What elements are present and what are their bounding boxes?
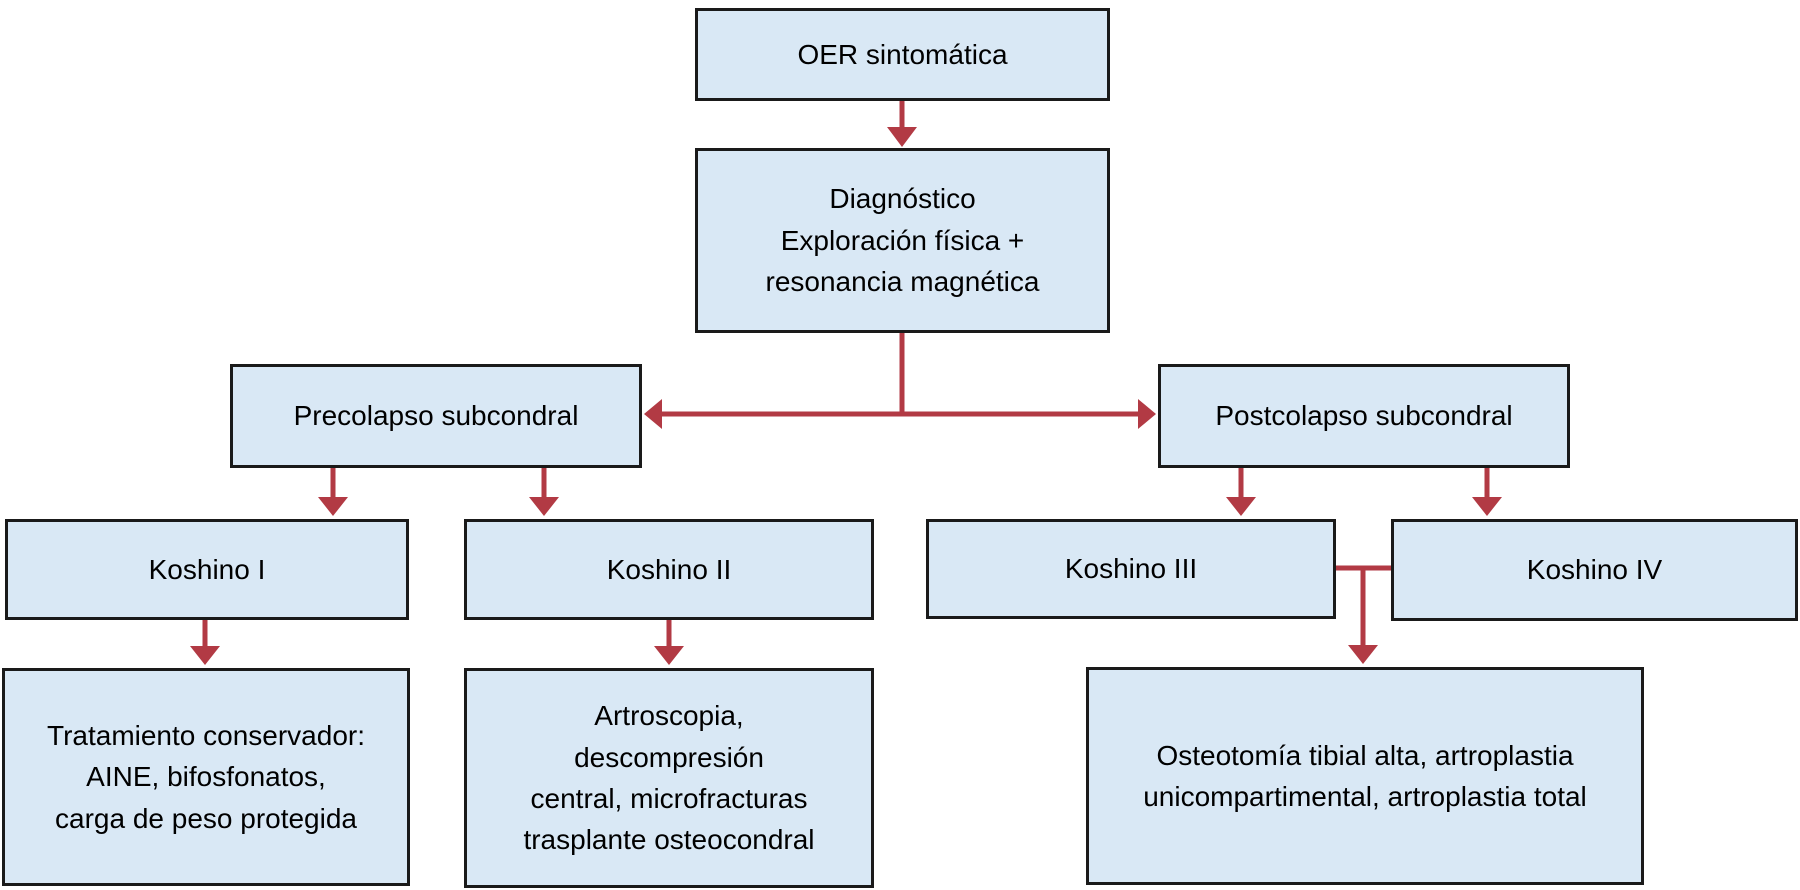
node-diagnostico: Diagnóstico Exploración física + resonan… [695,148,1110,333]
node-label-line: Artroscopia, [594,700,744,732]
node-label-line: Koshino I [148,553,266,585]
node-osteotomia: Osteotomía tibial alta, artroplastia uni… [1086,667,1644,885]
arrow-koshino34-to-osteotomia [1336,565,1391,664]
arrow-precolapso-to-koshino2 [529,468,559,516]
node-koshino-3: Koshino III [926,519,1336,619]
node-label-line: carga de peso protegida [55,802,357,834]
node-tratamiento-conservador: Tratamiento conservador: AINE, bifosfona… [2,668,410,886]
arrow-postcolapso-to-koshino4 [1472,468,1502,516]
node-label-line: Precolapso subcondral [293,400,579,432]
node-label-line: Osteotomía tibial alta, artroplastia [1156,739,1574,771]
node-koshino-2: Koshino II [464,519,874,620]
node-koshino-4: Koshino IV [1391,519,1798,621]
arrow-precolapso-to-koshino1 [318,468,348,516]
arrow-koshino1-to-tratamiento [190,620,220,665]
arrow-diagnostico-split [644,333,1156,429]
node-label-line: Tratamiento conservador: [47,719,365,751]
node-artroscopia: Artroscopia, descompresión central, micr… [464,668,874,888]
arrow-koshino2-to-artroscopia [654,620,684,665]
node-label-line: unicompartimental, artroplastia total [1143,781,1587,812]
node-label-line: central, microfracturas [530,783,808,814]
node-oer-sintomatica: OER sintomática [695,8,1110,101]
node-label-line: trasplante osteocondral [523,824,815,856]
node-koshino-1: Koshino I [5,519,409,620]
node-label-line: OER sintomática [797,38,1008,70]
node-label-line: descompresión [574,741,764,773]
node-label-line: Exploración física + [780,224,1025,256]
node-label-line: AINE, bifosfonatos, [86,761,326,793]
node-label-line: Koshino II [606,553,732,585]
node-label-line: resonancia magnética [765,266,1040,298]
node-label-line: Postcolapso subcondral [1215,400,1513,432]
node-label-line: Koshino III [1064,553,1198,585]
node-label-line: Diagnóstico [829,183,976,215]
node-precolapso-subcondral: Precolapso subcondral [230,364,642,468]
node-label-line: Koshino IV [1526,554,1663,586]
node-postcolapso-subcondral: Postcolapso subcondral [1158,364,1570,468]
arrow-postcolapso-to-koshino3 [1226,468,1256,516]
arrow-oer-to-diagnostico [887,101,917,147]
